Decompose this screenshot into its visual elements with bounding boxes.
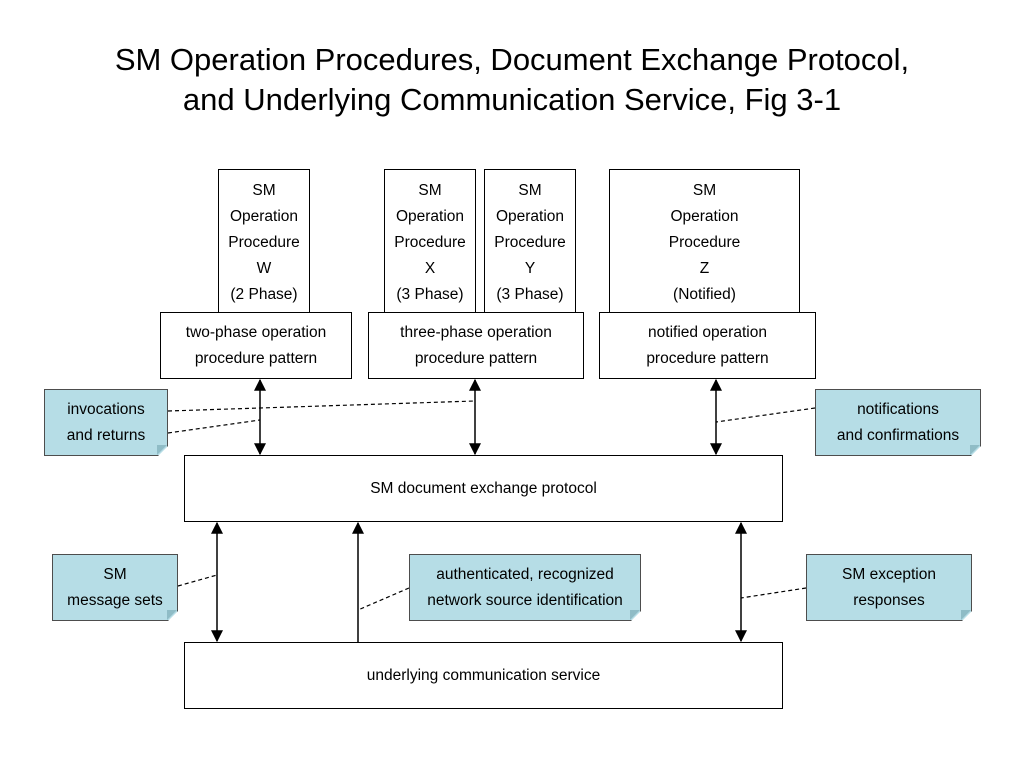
procedure-z-line: SM bbox=[692, 182, 717, 199]
procedure-y-line: Y bbox=[524, 260, 536, 277]
invocations-note: invocations and returns bbox=[44, 389, 168, 456]
note-text: SM bbox=[103, 565, 127, 583]
service-label: underlying communication service bbox=[366, 666, 601, 684]
procedure-z-box: SM Operation Procedure Z (Notified) bbox=[609, 169, 800, 313]
procedure-z-line: Operation bbox=[670, 208, 739, 225]
note-text: network source identification bbox=[427, 591, 623, 609]
leader-invocations-lower bbox=[167, 419, 261, 434]
two-phase-pattern-box: two-phase operation procedure pattern bbox=[160, 312, 352, 379]
procedure-x-box: SM Operation Procedure X (3 Phase) bbox=[384, 169, 476, 313]
procedure-w-line: W bbox=[256, 260, 272, 277]
three-phase-pattern-box: three-phase operation procedure pattern bbox=[368, 312, 584, 379]
note-text: and returns bbox=[66, 426, 146, 444]
notifications-note: notifications and confirmations bbox=[815, 389, 981, 456]
leader-notifications bbox=[715, 407, 816, 423]
document-exchange-protocol-box: SM document exchange protocol bbox=[184, 455, 783, 522]
pattern-label: three-phase operation bbox=[400, 323, 552, 341]
procedure-y-line: Operation bbox=[495, 208, 565, 225]
procedure-w-line: Operation bbox=[229, 208, 299, 225]
procedure-x-line: SM bbox=[418, 182, 442, 199]
note-text: and confirmations bbox=[836, 426, 960, 444]
exception-responses-note: SM exception responses bbox=[806, 554, 972, 621]
procedure-y-box: SM Operation Procedure Y (3 Phase) bbox=[484, 169, 576, 313]
leader-authenticated bbox=[357, 587, 410, 611]
procedure-y-line: SM bbox=[518, 182, 542, 199]
procedure-z-line: (Notified) bbox=[673, 286, 736, 303]
procedure-w-line: Procedure bbox=[228, 234, 300, 251]
pattern-label: procedure pattern bbox=[194, 349, 318, 367]
procedure-w-line: SM bbox=[252, 182, 276, 199]
procedure-x-line: X bbox=[424, 260, 436, 277]
protocol-label: SM document exchange protocol bbox=[370, 479, 597, 497]
note-text: invocations bbox=[67, 400, 145, 418]
note-text: authenticated, recognized bbox=[436, 565, 614, 583]
procedure-w-box: SM Operation Procedure W (2 Phase) bbox=[218, 169, 310, 313]
note-text: message sets bbox=[67, 591, 163, 609]
procedure-x-line: Operation bbox=[395, 208, 465, 225]
communication-service-box: underlying communication service bbox=[184, 642, 783, 709]
note-fold bbox=[970, 445, 980, 455]
note-fold bbox=[167, 610, 177, 620]
procedure-w-line: (2 Phase) bbox=[230, 286, 298, 303]
slide-title: SM Operation Procedures, Document Exchan… bbox=[0, 40, 1024, 120]
title-line-1: SM Operation Procedures, Document Exchan… bbox=[114, 42, 910, 77]
pattern-label: procedure pattern bbox=[414, 349, 538, 367]
note-text: responses bbox=[853, 591, 925, 609]
procedure-y-line: Procedure bbox=[494, 234, 566, 251]
procedure-z-line: Z bbox=[699, 260, 710, 277]
note-text: notifications bbox=[857, 400, 939, 418]
note-fold bbox=[157, 445, 167, 455]
procedure-z-line: Procedure bbox=[668, 234, 741, 251]
leader-exceptions bbox=[740, 587, 807, 599]
note-text: SM exception bbox=[842, 565, 936, 583]
notified-pattern-box: notified operation procedure pattern bbox=[599, 312, 816, 379]
pattern-label: notified operation bbox=[648, 323, 767, 341]
pattern-label: two-phase operation bbox=[185, 323, 327, 341]
procedure-y-line: (3 Phase) bbox=[496, 286, 564, 303]
note-fold bbox=[961, 610, 971, 620]
title-line-2: and Underlying Communication Service, Fi… bbox=[182, 82, 842, 117]
authenticated-note: authenticated, recognized network source… bbox=[409, 554, 641, 621]
leader-message-sets bbox=[177, 574, 218, 587]
message-sets-note: SM message sets bbox=[52, 554, 178, 621]
pattern-label: procedure pattern bbox=[646, 349, 769, 367]
procedure-x-line: (3 Phase) bbox=[396, 286, 464, 303]
note-fold bbox=[630, 610, 640, 620]
leader-invocations-upper bbox=[167, 400, 476, 412]
procedure-x-line: Procedure bbox=[394, 234, 466, 251]
